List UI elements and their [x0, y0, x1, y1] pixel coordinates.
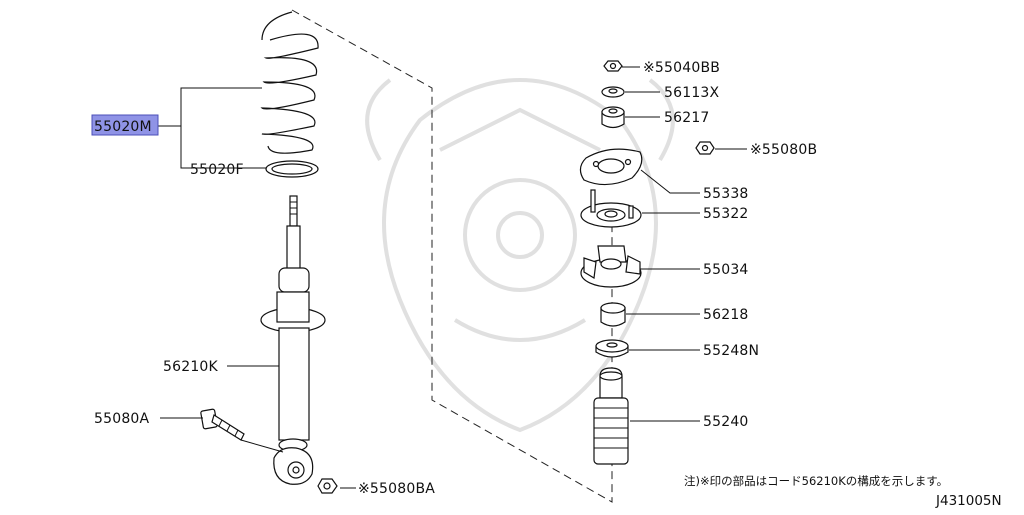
label-56218[interactable]: 56218: [703, 307, 749, 323]
label-55322[interactable]: 55322: [703, 206, 749, 222]
footnote: 注)※印の部品はコード56210Kの構成を示します。: [684, 474, 948, 488]
highlight-55020M: [91, 114, 159, 136]
label-55080A[interactable]: 55080A: [94, 411, 150, 427]
label-55020M[interactable]: 55020M: [94, 119, 152, 135]
washer-56113X: [601, 86, 625, 98]
bolt-55080A: [200, 408, 245, 441]
coil-spring: [260, 11, 319, 154]
leader-lines: [158, 66, 747, 489]
label-56217[interactable]: 56217: [664, 110, 710, 126]
washer-55248N: [595, 339, 629, 358]
label-55080BA[interactable]: ※55080BA: [358, 481, 435, 497]
label-55080B[interactable]: ※55080B: [750, 142, 817, 158]
shock-absorber: [260, 195, 326, 485]
mounting-plate-55338: [579, 148, 643, 186]
label-55240[interactable]: 55240: [703, 414, 749, 430]
spring-insulator: [265, 160, 319, 178]
label-56113X[interactable]: 56113X: [664, 85, 720, 101]
label-55020F[interactable]: 55020F: [190, 162, 244, 178]
label-55338[interactable]: 55338: [703, 186, 749, 202]
bump-stop-seat-55034: [580, 245, 642, 288]
nut-55080B: [695, 141, 715, 155]
strut-mount-55322: [580, 189, 642, 228]
nut-55040BB: [603, 60, 623, 72]
label-55040BB[interactable]: ※55040BB: [643, 60, 720, 76]
dashed-group-outline: [291, 9, 613, 503]
label-56210K[interactable]: 56210K: [163, 359, 219, 375]
watermark-emblem: [365, 78, 675, 433]
dust-boot-55240: [593, 367, 629, 465]
label-55248N[interactable]: 55248N: [703, 343, 759, 359]
figure-code: J431005N: [935, 493, 1002, 509]
bushing-56217: [601, 106, 625, 129]
label-55034[interactable]: 55034: [703, 262, 749, 278]
bushing-56218: [600, 302, 626, 327]
nut-55080BA: [317, 478, 338, 494]
